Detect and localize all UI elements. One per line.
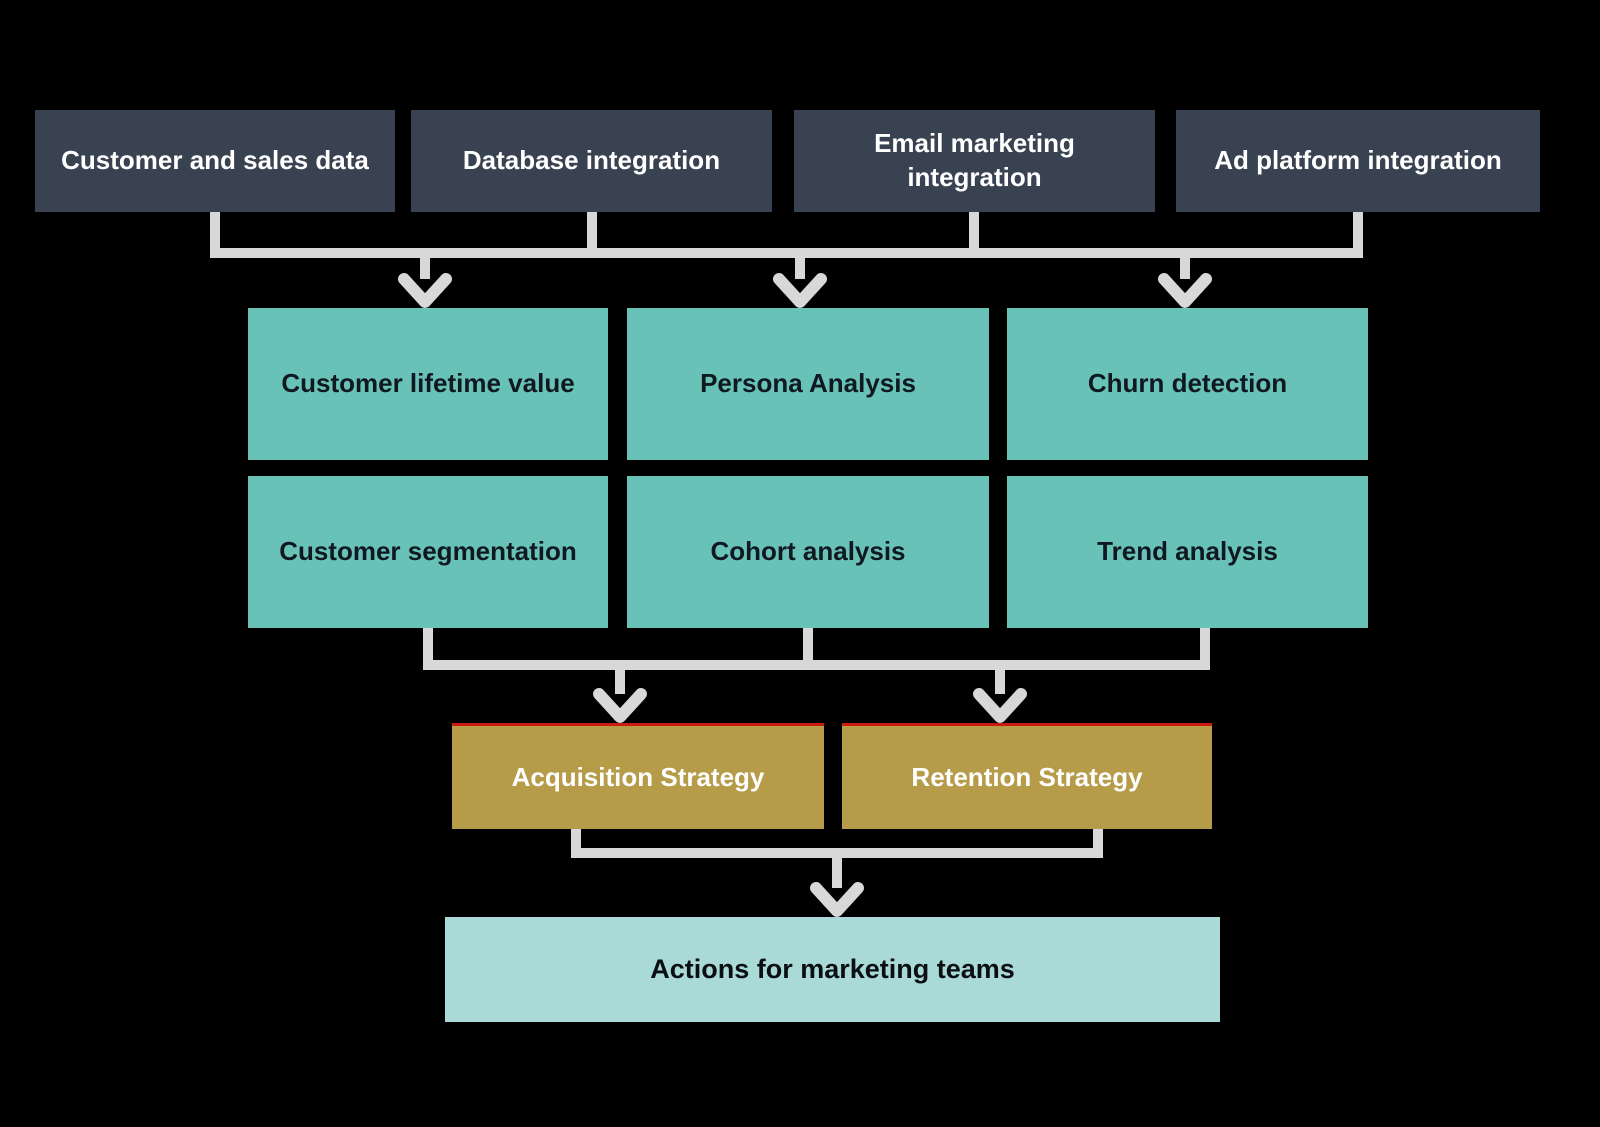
output-node-actions-for-marketing-teams: Actions for marketing teams bbox=[445, 917, 1220, 1022]
source-node-email-marketing-integration: Email marketing integration bbox=[794, 110, 1155, 212]
analysis-node-persona-analysis: Persona Analysis bbox=[627, 308, 989, 460]
connector-sources-to-analyses bbox=[210, 212, 1363, 308]
analysis-node-customer-segmentation: Customer segmentation bbox=[248, 476, 608, 628]
strategy-node-retention-strategy: Retention Strategy bbox=[842, 723, 1212, 829]
connector-strategies-to-output bbox=[571, 829, 1103, 917]
source-node-customer-sales-data: Customer and sales data bbox=[35, 110, 395, 212]
analysis-node-cohort-analysis: Cohort analysis bbox=[627, 476, 989, 628]
analysis-node-churn-detection: Churn detection bbox=[1007, 308, 1368, 460]
source-node-database-integration: Database integration bbox=[411, 110, 772, 212]
strategy-node-acquisition-strategy: Acquisition Strategy bbox=[452, 723, 824, 829]
analysis-node-trend-analysis: Trend analysis bbox=[1007, 476, 1368, 628]
analysis-node-customer-lifetime-value: Customer lifetime value bbox=[248, 308, 608, 460]
connector-analyses-to-strategies bbox=[423, 628, 1210, 723]
source-node-ad-platform-integration: Ad platform integration bbox=[1176, 110, 1540, 212]
